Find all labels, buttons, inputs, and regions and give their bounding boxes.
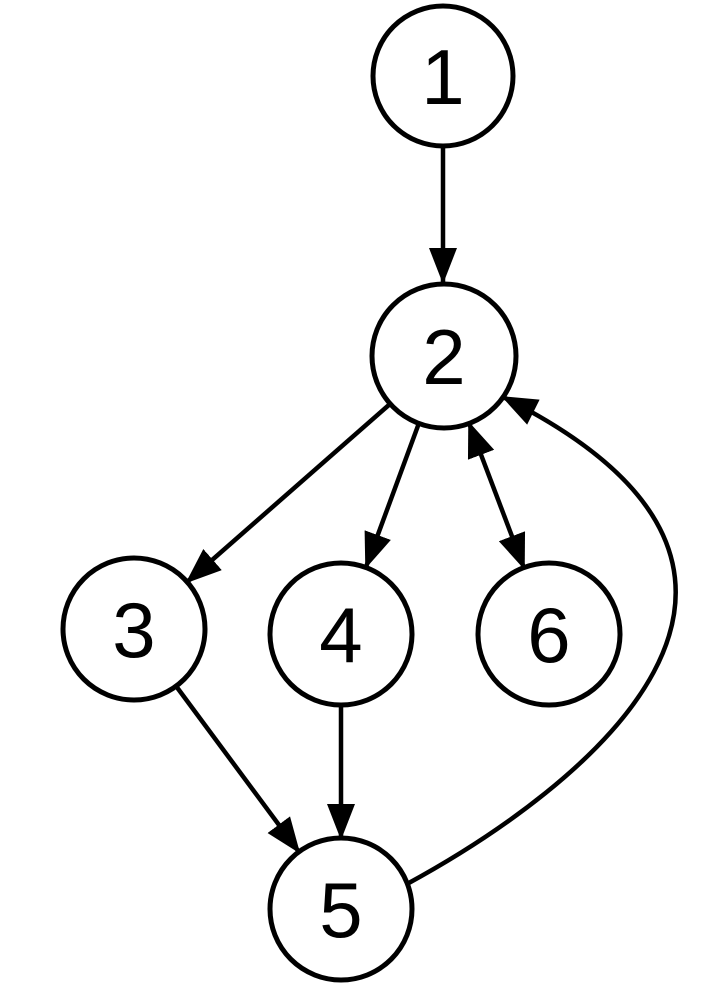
edges-layer xyxy=(174,148,678,886)
node-4: 4 xyxy=(267,560,415,708)
node-1-circle xyxy=(370,3,516,149)
edge-2-4 xyxy=(363,422,422,569)
edge-3-5 xyxy=(174,684,301,854)
node-6-circle xyxy=(475,560,623,708)
edge-2-6 xyxy=(466,421,527,570)
node-5: 5 xyxy=(267,835,415,983)
node-5-label: 5 xyxy=(319,866,362,954)
node-6-label: 6 xyxy=(527,591,570,679)
node-4-label: 4 xyxy=(319,591,362,679)
node-3-circle xyxy=(60,555,208,703)
nodes-layer: 1 2 3 4 6 5 xyxy=(60,3,623,983)
node-1: 1 xyxy=(370,3,516,149)
node-4-circle xyxy=(267,560,415,708)
node-2-circle xyxy=(369,281,519,431)
node-6: 6 xyxy=(475,560,623,708)
edge-5-2 xyxy=(405,394,678,886)
node-5-circle xyxy=(267,835,415,983)
node-1-label: 1 xyxy=(421,33,464,121)
edge-2-3 xyxy=(185,402,392,584)
node-2: 2 xyxy=(369,281,519,431)
node-3: 3 xyxy=(60,555,208,703)
node-2-label: 2 xyxy=(422,313,465,401)
node-3-label: 3 xyxy=(112,586,155,674)
